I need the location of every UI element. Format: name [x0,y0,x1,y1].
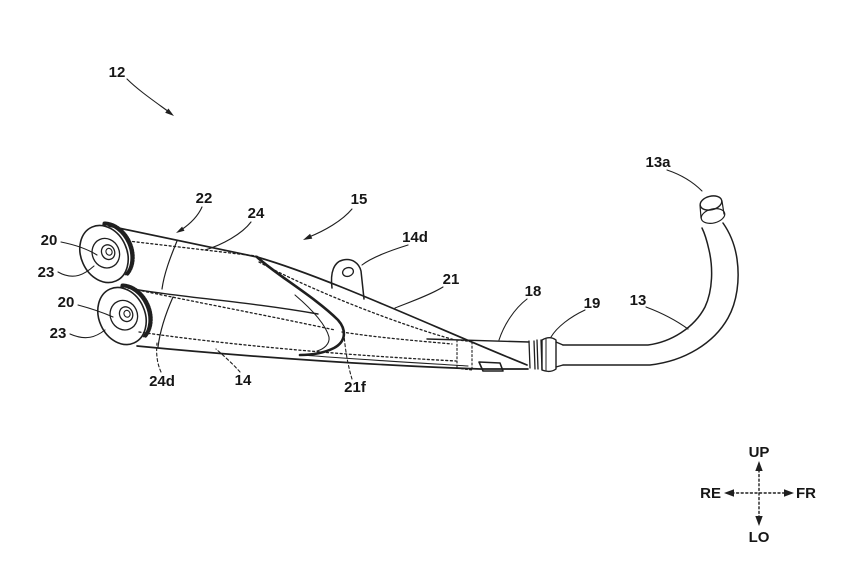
compass-label-lower: LO [749,529,770,546]
ref-label-15: 15 [351,191,368,208]
hidden-internal-joint [456,339,473,371]
ref-label-19: 19 [584,295,601,312]
leader-21 [394,286,444,309]
end-cap-lower-outlet-center [123,309,131,318]
end-cap-upper [79,221,135,284]
leader-18 [498,298,528,341]
ref-label-24: 24 [248,205,265,222]
ref-label-18: 18 [525,283,542,300]
hidden-edge-24 [127,240,257,257]
leader-23-lower [69,329,106,339]
compass-label-up: UP [749,444,770,461]
pipe-outer-edge [562,222,739,366]
leader-22-arrowhead [176,226,185,233]
bracket-hole [341,266,355,278]
end-cap-upper-outlet [100,244,116,261]
leader-lines [57,78,703,380]
cone-top-edge [426,338,530,343]
end-cap-upper-outer [79,224,129,284]
muffler-bottom-edge [136,345,529,370]
exhaust-pipe [562,195,739,366]
compass-label-front: FR [796,485,816,502]
ref-label-14: 14 [235,372,252,389]
leader-24 [204,221,252,251]
compass-down-arrowhead [755,516,763,526]
end-cap-upper-ring [91,237,121,269]
ref-label-12: 12 [109,64,126,81]
joint-barrel [541,337,557,373]
leader-24d [156,342,162,373]
bottom-tab [478,361,504,372]
ref-label-21: 21 [443,271,460,288]
end-cap-upper-rim-edge [102,223,132,276]
orientation-compass: UP LO RE FR [700,444,816,546]
ref-label-24d: 24d [149,373,175,390]
reference-labels: 12 22 24 15 14d 20 23 20 23 24d 14 21f 2… [38,64,672,396]
leader-14d [361,244,409,266]
end-cap-lower-ring [109,299,139,331]
bracket-outline [330,258,365,300]
ref-label-20-lower: 20 [58,294,75,311]
flange-sides [699,200,725,219]
hidden-edge-upper-tube-bottom [132,288,336,331]
pipe-flange [699,195,726,224]
mounting-bracket [330,258,365,300]
ref-label-13a: 13a [645,154,671,171]
leader-20-upper [60,241,98,256]
ref-label-14d: 14d [402,229,428,246]
end-cap-lower-hatch-rim [120,283,153,339]
leader-12-arrowhead [165,108,174,116]
compass-label-rear: RE [700,485,721,502]
end-cap-lower-outer [97,286,147,346]
leader-22 [180,206,203,231]
inlet-cone-and-joint [426,337,564,373]
compass-up-arrowhead [755,461,763,471]
end-cap-lower-outlet [118,306,134,323]
end-cap-upper-hatch-rim [102,221,135,277]
ref-label-13: 13 [630,292,647,309]
ref-label-23-upper: 23 [38,264,55,281]
leader-21f [343,333,353,380]
end-cap-lower [97,283,153,346]
leader-15 [308,208,353,238]
lower-tube-contour [157,296,174,348]
compass-right-arrowhead [784,489,794,497]
muffler-diagonal-edge [256,256,528,366]
compass-left-arrowhead [724,489,734,497]
ref-label-23-lower: 23 [50,325,67,342]
leader-15-arrowhead [303,233,313,240]
ref-label-22: 22 [196,190,213,207]
leader-23-upper [57,265,95,277]
leader-14 [215,348,241,373]
joint-rings [528,339,543,371]
ref-label-21f: 21f [344,379,367,396]
muffler-top-edge [108,225,258,258]
hidden-edge-inner-mid [341,331,453,345]
hidden-edge-lower-tube [138,331,457,362]
leader-19 [550,309,586,338]
pipe-inner-edge [562,227,713,346]
muffler-crease [255,255,346,357]
leader-13a [666,169,703,192]
upper-tube-contour [161,240,178,290]
hidden-edge-inner-upper [258,261,456,341]
leader-12 [126,78,170,113]
end-cap-upper-outlet-center [105,247,113,256]
leader-20-lower [77,304,114,318]
ref-label-20-upper: 20 [41,232,58,249]
leader-13 [645,306,689,330]
muffler-bottom-inner-line [302,354,469,367]
lower-tube-top-edge [127,287,319,315]
end-cap-lower-rim-edge [120,285,150,338]
muffler-crease-inner [294,294,330,352]
joint-taper [555,341,564,368]
flange-lower-ring [700,208,726,224]
muffler-body [108,225,529,371]
